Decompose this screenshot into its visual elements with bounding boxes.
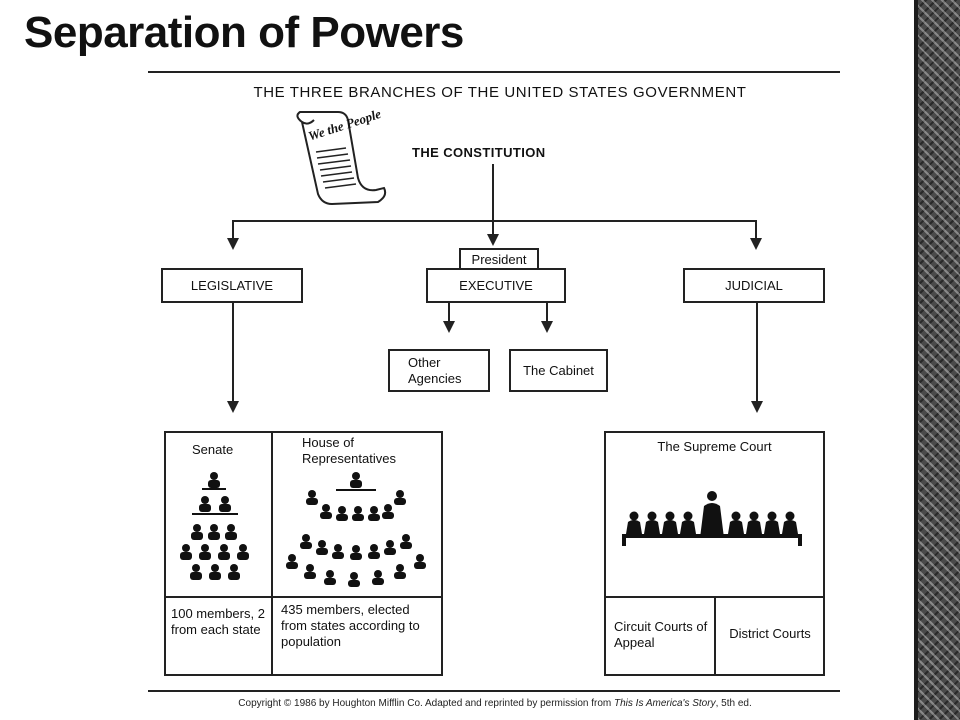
side-border [914,0,920,720]
arrow-icon [443,321,455,333]
copyright-suffix: , 5th ed. [715,698,752,709]
cabinet-label: The Cabinet [523,363,594,378]
house-members-text: 435 members, elected from states accordi… [281,602,420,649]
connector [492,164,494,220]
senate-figures-icon [180,472,249,580]
legislative-box: LEGISLATIVE [161,268,303,303]
supreme-court-justices-icon [622,491,802,546]
president-box: President [459,248,539,270]
judicial-label: JUDICIAL [725,278,783,293]
executive-label: EXECUTIVE [459,278,533,293]
senate-label: Senate [192,442,234,457]
divider [714,596,716,676]
arrow-icon [541,321,553,333]
copyright-prefix: Copyright © 1986 by Houghton Mifflin Co.… [238,698,615,709]
district-courts-label: District Courts [729,626,811,641]
copyright-source: This Is America's Story [614,698,716,709]
side-texture [918,0,960,720]
divider [164,596,443,598]
connector [232,303,234,403]
constitution-scroll-icon: We the People [296,108,387,206]
arrow-icon [227,238,239,250]
connector [755,220,757,240]
slide-title: Separation of Powers [24,8,464,57]
house-figures-icon [286,472,426,587]
connector [232,220,234,240]
top-rule [148,71,840,73]
connector [232,220,756,222]
legislative-label: LEGISLATIVE [190,278,274,293]
arrow-icon [487,234,499,246]
diagram-heading: THE THREE BRANCHES OF THE UNITED STATES … [253,84,747,101]
connector [756,303,758,403]
bottom-rule [148,690,840,692]
copyright-line: Copyright © 1986 by Houghton Mifflin Co.… [150,698,840,709]
constitution-label: THE CONSTITUTION [412,145,546,160]
judicial-box: JUDICIAL [683,268,825,303]
divider [271,431,273,676]
arrow-icon [227,401,239,413]
cabinet-box: The Cabinet [509,349,608,392]
connector [492,220,494,236]
senate-members-text: 100 members, 2 from each state [171,606,265,637]
president-label: President [471,251,527,267]
other-agencies-label: Other Agencies [408,355,462,386]
house-label: House of Representatives [302,435,396,466]
circuit-courts-label: Circuit Courts of Appeal [614,619,708,650]
arrow-icon [751,401,763,413]
supreme-court-label: The Supreme Court [657,439,772,454]
connector [546,303,548,323]
connector [448,303,450,323]
arrow-icon [750,238,762,250]
executive-box: EXECUTIVE [426,268,566,303]
other-agencies-box: Other Agencies [388,349,490,392]
